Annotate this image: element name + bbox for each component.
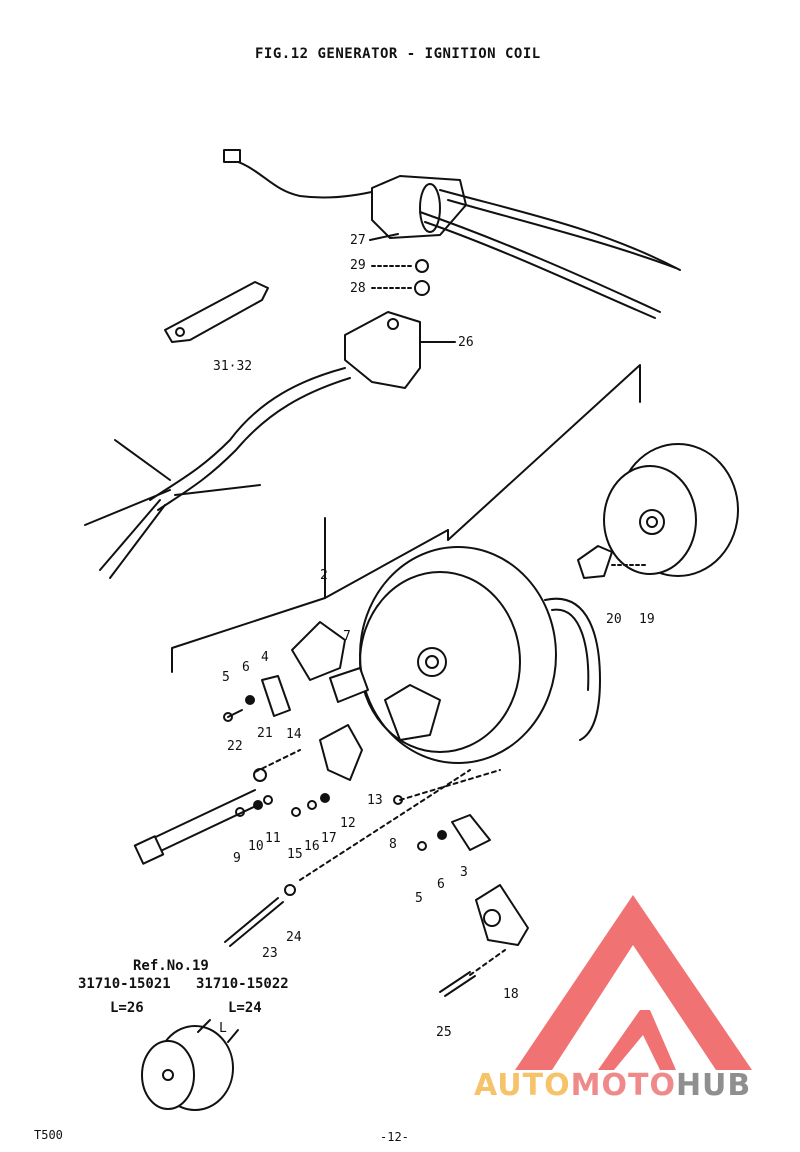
label-5b: 5: [415, 891, 423, 906]
washer-29: [415, 259, 429, 273]
watermark-text: AUTOMOTOHUB: [474, 1068, 751, 1103]
label-7: 7: [343, 629, 351, 644]
label-28: 28: [350, 281, 366, 296]
label-23: 23: [262, 946, 278, 961]
watermark-word-hub: HUB: [675, 1068, 752, 1103]
condenser-3: [451, 814, 491, 851]
ref-len-a: L=26: [110, 1000, 144, 1016]
label-25: 25: [436, 1025, 452, 1040]
label-21: 21: [257, 726, 273, 741]
label-9: 9: [233, 851, 241, 866]
label-29: 29: [350, 258, 366, 273]
label-11: 11: [265, 831, 281, 846]
ref-part-a: 31710-15021: [78, 976, 171, 992]
ignition-coil-27: [223, 149, 681, 319]
label-5a: 5: [222, 670, 230, 685]
label-6b: 6: [437, 877, 445, 892]
ref-len-b: L=24: [228, 1000, 262, 1016]
label-6a: 6: [242, 660, 250, 675]
cam-7: [329, 667, 369, 703]
ref-heading: Ref.No.19: [133, 958, 209, 974]
label-20: 20: [606, 612, 622, 627]
bolt-23: [224, 897, 284, 947]
condenser-4: [261, 675, 291, 717]
label-16: 16: [304, 839, 320, 854]
label-2: 2: [320, 568, 328, 583]
rotor-19: [603, 443, 739, 577]
lever-12: [319, 724, 363, 781]
label-27: 27: [350, 233, 366, 248]
label-13: 13: [367, 793, 383, 808]
label-19: 19: [639, 612, 655, 627]
watermark-logo-icon: [515, 895, 752, 1070]
label-15: 15: [287, 847, 303, 862]
label-12: 12: [340, 816, 356, 831]
label-17: 17: [321, 831, 337, 846]
figure-title: FIG.12 GENERATOR - IGNITION COIL: [255, 46, 541, 62]
plate-13: [384, 684, 441, 741]
label-4: 4: [261, 650, 269, 665]
small-rotor-ref19: [141, 1019, 239, 1111]
breaker-point-14: [291, 621, 346, 681]
label-26: 26: [458, 335, 474, 350]
unit-26: [344, 311, 421, 389]
label-3: 3: [460, 865, 468, 880]
label-31-32: 31·32: [213, 359, 253, 374]
label-18: 18: [503, 987, 519, 1002]
ref-part-b: 31710-15022: [196, 976, 289, 992]
page-number: -12-: [380, 1130, 409, 1144]
label-14: 14: [286, 727, 302, 742]
nut-28: [414, 280, 430, 296]
sleeve-20: [577, 545, 613, 579]
model-code: T500: [34, 1128, 63, 1142]
bracket-31-32: [164, 281, 269, 343]
watermark-word-moto: MOTO: [570, 1068, 676, 1103]
label-8: 8: [389, 837, 397, 852]
cover-18: [475, 884, 529, 946]
bolt-22: [133, 789, 261, 865]
watermark-word-auto: AUTO: [474, 1068, 571, 1103]
label-10: 10: [248, 839, 264, 854]
label-L: L: [219, 1021, 227, 1036]
label-24: 24: [286, 930, 302, 945]
screw-25: [439, 971, 476, 997]
label-22: 22: [227, 739, 243, 754]
